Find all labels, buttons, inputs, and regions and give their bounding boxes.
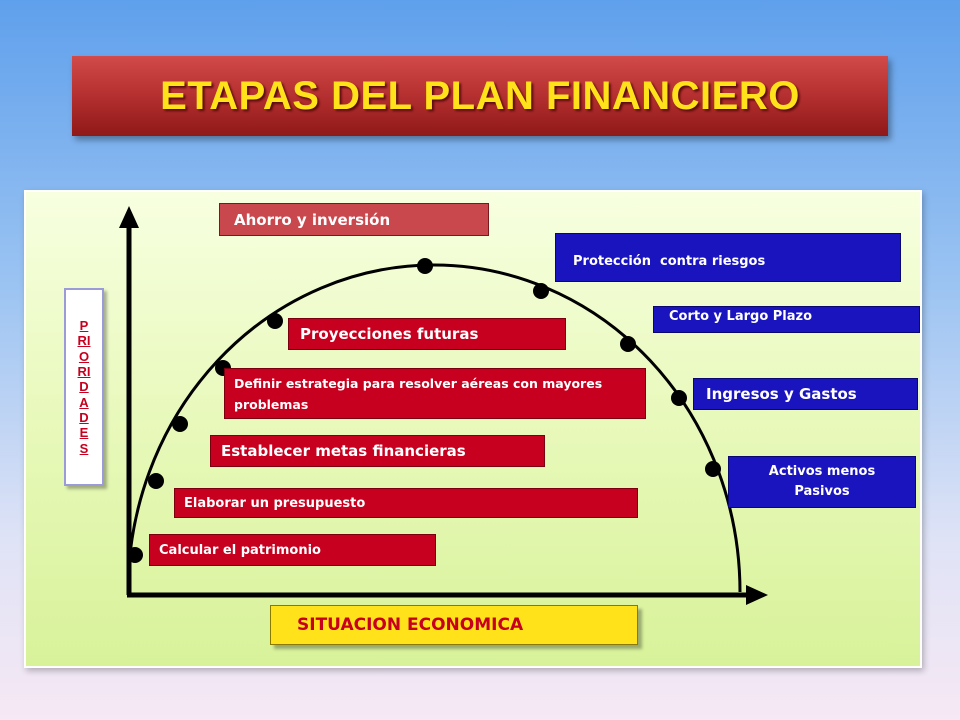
stage-box-patrimonio: Calcular el patrimonio xyxy=(149,534,436,566)
detail-label: Activos menos Pasivos xyxy=(768,464,876,499)
stage-box-presupuesto: Elaborar un presupuesto xyxy=(174,488,638,518)
stage-dot xyxy=(148,473,164,489)
stage-dot xyxy=(417,258,433,274)
stage-dot xyxy=(267,313,283,329)
stage-label: Establecer metas financieras xyxy=(221,442,466,460)
stages-arc xyxy=(126,263,742,593)
y-axis-arrowhead xyxy=(119,206,139,228)
stage-dot xyxy=(671,390,687,406)
y-axis-label-box: PRIORIDADES xyxy=(64,288,104,486)
stage-box-estrategia: Definir estrategia para resolver aéreas … xyxy=(224,368,646,419)
stage-box-ahorro: Ahorro y inversión xyxy=(219,203,489,236)
stage-label: Ahorro y inversión xyxy=(234,210,391,229)
stage-label: Proyecciones futuras xyxy=(300,325,479,343)
detail-box-plazo: Corto y Largo Plazo xyxy=(653,306,920,333)
stage-dot xyxy=(620,336,636,352)
detail-label: Protección contra riesgos xyxy=(573,254,766,269)
stage-dot xyxy=(705,461,721,477)
stage-label: Elaborar un presupuesto xyxy=(184,495,366,511)
detail-box-ingresos: Ingresos y Gastos xyxy=(693,378,918,410)
detail-box-proteccion: Protección contra riesgos xyxy=(555,233,901,282)
y-axis-label: PRIORIDADES xyxy=(77,318,91,456)
x-axis-label: SITUACION ECONOMICA xyxy=(297,615,524,635)
stage-box-metas: Establecer metas financieras xyxy=(210,435,545,467)
stage-label: Definir estrategia para resolver aéreas … xyxy=(234,375,603,412)
stage-dot xyxy=(127,547,143,563)
stage-dot xyxy=(172,416,188,432)
detail-label: Corto y Largo Plazo xyxy=(669,309,813,324)
detail-label: Ingresos y Gastos xyxy=(706,385,857,403)
x-axis-arrowhead xyxy=(746,585,768,605)
stage-label: Calcular el patrimonio xyxy=(159,542,321,558)
page-title: ETAPAS DEL PLAN FINANCIERO xyxy=(160,73,800,118)
stage-box-proyecciones: Proyecciones futuras xyxy=(288,318,566,350)
stage-dot xyxy=(533,283,549,299)
x-axis-label-box: SITUACION ECONOMICA xyxy=(270,605,638,645)
detail-box-activos: Activos menos Pasivos xyxy=(728,456,916,508)
title-banner: ETAPAS DEL PLAN FINANCIERO xyxy=(72,56,888,136)
